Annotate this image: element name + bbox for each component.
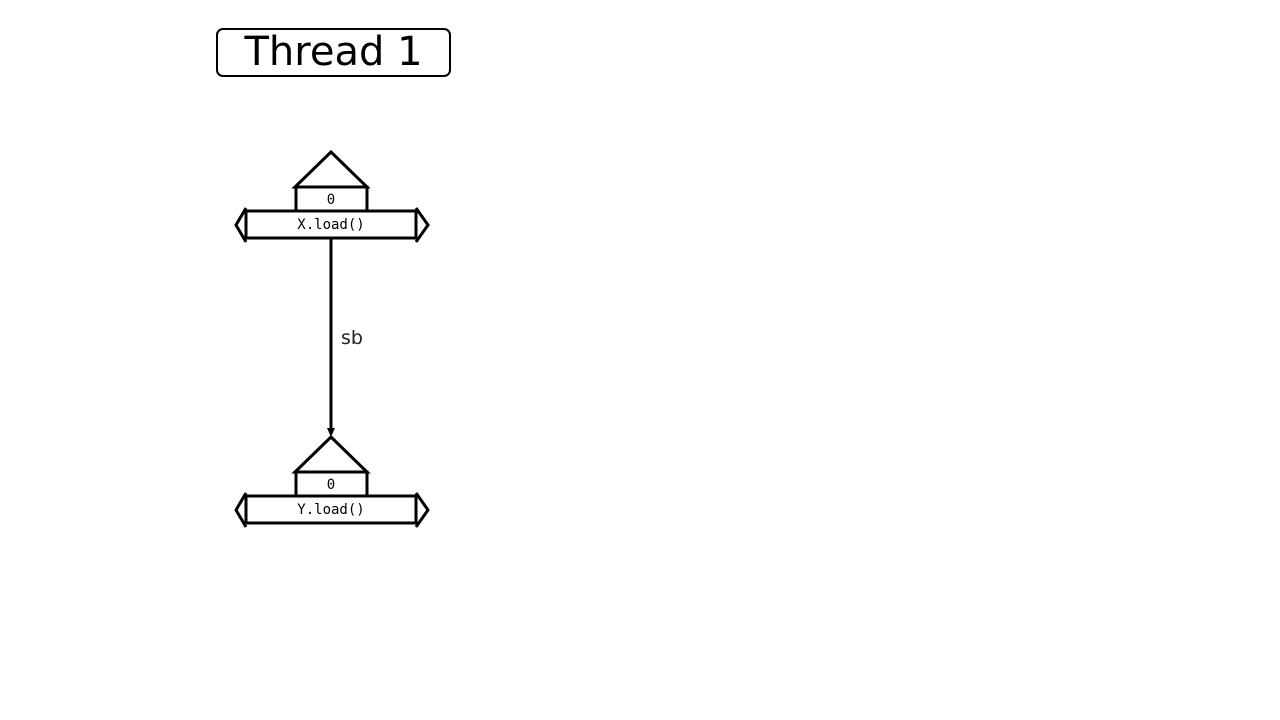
- arrowhead-icon: [327, 428, 335, 437]
- left-arrow-icon: [234, 207, 248, 243]
- right-arrow-icon: [414, 492, 430, 528]
- value-label: 0: [327, 192, 335, 208]
- value-label: 0: [327, 477, 335, 493]
- value-triangle-icon: [291, 434, 371, 474]
- operation-label: X.load(): [297, 217, 364, 233]
- operation-label: Y.load(): [297, 502, 364, 518]
- event-node-y-load: 0 Y.load(): [234, 434, 430, 528]
- right-arrow-icon: [414, 207, 430, 243]
- edge-sb: sb: [327, 238, 363, 437]
- value-triangle-icon: [291, 149, 371, 189]
- operation-box: [244, 494, 418, 525]
- edge-label: sb: [341, 327, 363, 349]
- event-node-x-load: 0 X.load(): [234, 149, 430, 243]
- thread-title: Thread 1: [216, 28, 451, 77]
- left-arrow-icon: [234, 492, 248, 528]
